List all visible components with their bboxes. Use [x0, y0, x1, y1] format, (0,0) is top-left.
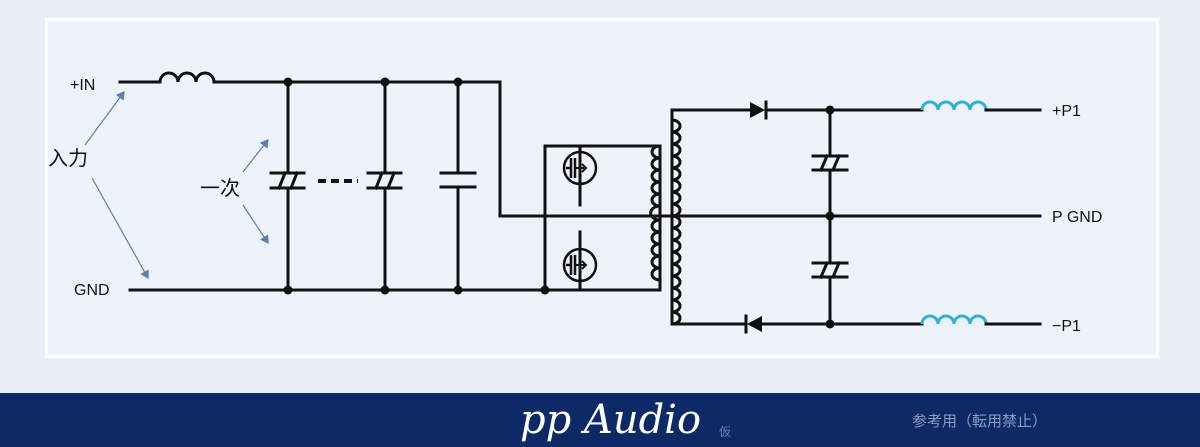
- input-label: 入力: [48, 146, 88, 170]
- output-positive-rail: [670, 100, 1042, 120]
- transformer: [649, 110, 682, 326]
- footer-bar: pp Audio 仮 参考用（転用禁止）: [0, 393, 1200, 447]
- primary-arrow-top: [242, 139, 269, 173]
- output-capacitor-negative: [811, 214, 849, 326]
- p-gnd-label: P GND: [1052, 209, 1102, 226]
- primary-capacitor-3: [439, 80, 477, 292]
- reference-note: 参考用（転用禁止）: [912, 412, 1048, 430]
- plus-in-label: +IN: [70, 77, 95, 94]
- schematic-panel: [45, 18, 1159, 358]
- primary-label: 一次: [200, 176, 240, 200]
- output-capacitor-positive: [811, 108, 849, 218]
- output-negative-rail: [670, 314, 1042, 334]
- minus-p1-label: −P1: [1052, 318, 1081, 335]
- primary-capacitor-2: [366, 80, 403, 292]
- input-rail: [118, 71, 662, 218]
- brand-mark: 仮: [719, 425, 732, 439]
- gnd-label: GND: [74, 282, 110, 299]
- brand-logo: pp Audio: [520, 397, 702, 443]
- input-arrow-top: [84, 91, 125, 146]
- mosfet-bottom: [562, 230, 598, 292]
- power-supply-schematic: +IN GND 入力 一次: [48, 71, 1102, 335]
- input-arrow-bottom: [91, 177, 149, 280]
- output-inductor-negative: [920, 314, 988, 325]
- plus-p1-label: +P1: [1052, 103, 1081, 120]
- output-inductor-positive: [920, 100, 988, 111]
- primary-arrow-bottom: [242, 204, 269, 245]
- mosfet-top: [543, 144, 662, 292]
- primary-capacitor-1: [269, 80, 306, 292]
- input-inductor: [158, 71, 216, 83]
